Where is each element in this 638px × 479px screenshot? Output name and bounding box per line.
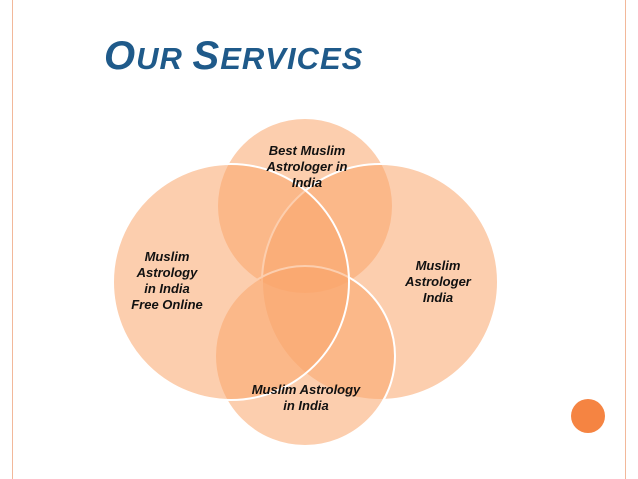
venn-label-top-line-2: Astrologer in: [266, 159, 348, 174]
venn-label-left-line-1: Muslim: [144, 249, 190, 264]
slide-border-right: [625, 0, 626, 479]
venn-label-bottom-line-1: Muslim Astrology: [251, 382, 361, 397]
venn-label-bottom: Muslim Astrology in India: [230, 382, 382, 414]
title-word-services: ERVICES: [220, 41, 364, 76]
venn-label-left-line-3: in India: [144, 281, 190, 296]
venn-label-top: Best Muslim Astrologer in India: [244, 143, 370, 191]
venn-label-left-line-4: Free Online: [131, 297, 203, 312]
venn-label-top-line-3: India: [291, 175, 323, 190]
venn-circle-left: [112, 163, 350, 401]
venn-label-right-line-2: Astrologer: [405, 274, 471, 289]
accent-dot: [571, 399, 605, 433]
venn-label-right: Muslim Astrologer India: [388, 258, 488, 306]
venn-label-left-line-2: Astrology: [136, 265, 198, 280]
title-word-our: UR: [136, 41, 193, 76]
venn-label-top-line-1: Best Muslim: [268, 143, 346, 158]
slide-border-left: [12, 0, 13, 479]
venn-label-right-line-3: India: [422, 290, 454, 305]
slide-title: OUR SERVICES: [104, 36, 363, 79]
venn-label-left: Muslim Astrology in India Free Online: [114, 249, 220, 313]
venn-label-right-line-1: Muslim: [415, 258, 461, 273]
venn-label-bottom-line-2: in India: [283, 398, 329, 413]
title-initial-s: S: [192, 34, 221, 78]
title-initial-o: O: [104, 34, 137, 78]
